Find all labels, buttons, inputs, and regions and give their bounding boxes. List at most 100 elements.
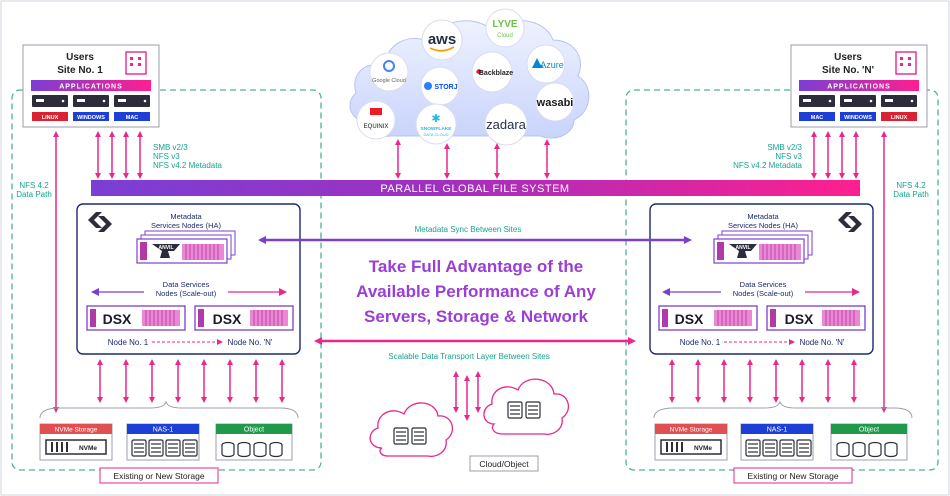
os-label-windows: WINDOWS [77, 115, 105, 121]
building-icon [895, 51, 917, 75]
center-transport-arrows [453, 371, 481, 421]
object-cloud-right [483, 378, 570, 436]
provider-google-bubble: Google Cloud [369, 52, 409, 92]
svg-text:NVMe: NVMe [694, 445, 712, 452]
snowflake-logo: SNOWFLAKE [421, 126, 453, 132]
svg-text:NAS-1: NAS-1 [153, 427, 174, 434]
google-cloud-logo: Google Cloud [372, 78, 406, 84]
left-protocol-nfs42: NFS v4.2 Metadata [153, 161, 222, 170]
azure-logo: Azure [540, 60, 564, 70]
right-dsx-node-1: DSX [658, 305, 758, 331]
right-storage-caption: Existing or New Storage [747, 471, 838, 481]
left-metadata-title-2: Services Nodes (HA) [151, 221, 222, 230]
left-protocol-arrows [95, 131, 143, 179]
os-label-mac: MAC [126, 115, 139, 121]
server-icon [799, 95, 835, 107]
right-users-box: Users Site No. 'N' APPLICATIONS MAC WIND… [790, 44, 928, 128]
backblaze-logo: Backblaze [479, 70, 513, 77]
storage-stack-icon [525, 401, 541, 419]
left-metadata-title-1: Metadata [170, 212, 202, 221]
cloud-gfs-arrows [395, 139, 550, 179]
left-storage-brace [39, 400, 299, 419]
left-dsx-node-1: DSX [86, 305, 186, 331]
storage-stack-icon [411, 427, 427, 445]
left-nvme-storage: NVMe Storage NVMe [39, 423, 113, 461]
left-storage-caption: Existing or New Storage [113, 471, 204, 481]
left-data-services-2: Nodes (Scale-out) [156, 289, 217, 298]
aws-logo: aws [428, 31, 456, 48]
server-icon [73, 95, 109, 107]
provider-snowflake-bubble: ✱ SNOWFLAKE DATA CLOUD [415, 103, 457, 145]
left-site-title: Site No. 1 [57, 65, 103, 76]
anvil-icon [729, 244, 757, 258]
headline-line-2: Available Performance of Any [356, 282, 596, 301]
svg-text:DSX: DSX [103, 311, 132, 327]
provider-zadara-bubble: zadara [484, 102, 528, 146]
svg-text:DSX: DSX [785, 311, 814, 327]
right-nas-storage: NAS-1 [740, 423, 814, 461]
global-file-system-label: PARALLEL GLOBAL FILE SYSTEM [380, 183, 569, 195]
snowflake-icon: ✱ [431, 113, 440, 125]
object-cloud-left [369, 402, 454, 458]
svg-text:NVMe: NVMe [79, 445, 97, 452]
svg-text:NVMe Storage: NVMe Storage [55, 427, 98, 434]
storage-stack-icon [507, 401, 523, 419]
right-nfs-data-path-2: Data Path [893, 190, 929, 199]
server-icon [881, 95, 917, 107]
right-protocol-smb: SMB v2/3 [767, 143, 802, 152]
right-metadata-title-1: Metadata [747, 212, 779, 221]
right-storage-caption-box [733, 467, 853, 484]
left-dsx-node-n: DSX [194, 305, 294, 331]
svg-text:NVMe Storage: NVMe Storage [670, 427, 713, 434]
svg-text:DSX: DSX [213, 311, 242, 327]
left-applications-bar [31, 80, 151, 91]
zadara-logo: zadara [486, 117, 527, 132]
wasabi-logo: wasabi [536, 97, 574, 109]
headline-line-3: Servers, Storage & Network [364, 307, 588, 326]
right-users-title: Users [834, 52, 862, 63]
metadata-sync-label: Metadata Sync Between Sites [415, 225, 522, 234]
left-nas-storage: NAS-1 [126, 423, 200, 461]
left-storage-arrows [97, 359, 285, 403]
right-nvme-storage: NVMe Storage NVMe [654, 423, 728, 461]
left-object-storage: Object [215, 423, 293, 461]
left-protocol-nfs3: NFS v3 [153, 152, 180, 161]
provider-aws-bubble: aws [421, 19, 463, 61]
left-users-box: Users Site No. 1 APPLICATIONS LINUX WIND… [22, 44, 160, 128]
right-cluster-box: Metadata Services Nodes (HA) ANVIL Data … [649, 203, 874, 355]
lyve-logo: LYVE [492, 19, 518, 30]
storage-stack-icon [393, 427, 409, 445]
os-label-windows: WINDOWS [844, 115, 872, 121]
left-nfs-data-path-1: NFS 4.2 [19, 181, 49, 190]
right-nfs-data-path-1: NFS 4.2 [896, 181, 926, 190]
left-applications-label: APPLICATIONS [59, 84, 123, 91]
left-data-services-1: Data Services [163, 280, 210, 289]
right-anvil-label: ANVIL [736, 245, 751, 251]
left-node-first-label: Node No. 1 [108, 338, 149, 347]
right-dsx-node-n: DSX [766, 305, 866, 331]
lyve-cloud-label: Cloud [497, 33, 513, 39]
svg-text:Object: Object [859, 427, 879, 434]
svg-text:Object: Object [244, 427, 264, 434]
left-users-title: Users [66, 52, 94, 63]
os-label-linux: LINUX [42, 115, 59, 121]
server-icon [32, 95, 68, 107]
provider-storj-bubble: STORJ [420, 66, 460, 106]
transport-label: Scalable Data Transport Layer Between Si… [388, 352, 549, 361]
right-node-last-label: Node No. 'N' [800, 338, 845, 347]
anvil-icon [152, 244, 180, 258]
left-node-last-label: Node No. 'N' [228, 338, 273, 347]
right-applications-bar [799, 80, 919, 91]
cloud-object-box [469, 455, 539, 472]
right-protocol-arrows [811, 131, 859, 179]
right-storage-arrows [669, 359, 857, 403]
right-site-title: Site No. 'N' [822, 65, 874, 76]
left-protocol-smb: SMB v2/3 [153, 143, 188, 152]
cloud-object-label: Cloud/Object [479, 459, 529, 469]
right-object-storage: Object [830, 423, 908, 461]
provider-wasabi-bubble: wasabi [535, 82, 575, 122]
right-protocol-nfs42: NFS v4.2 Metadata [733, 161, 802, 170]
provider-backblaze-bubble: Backblaze [471, 51, 513, 93]
server-icon [114, 95, 150, 107]
provider-lyve-bubble: LYVE Cloud [485, 8, 525, 48]
